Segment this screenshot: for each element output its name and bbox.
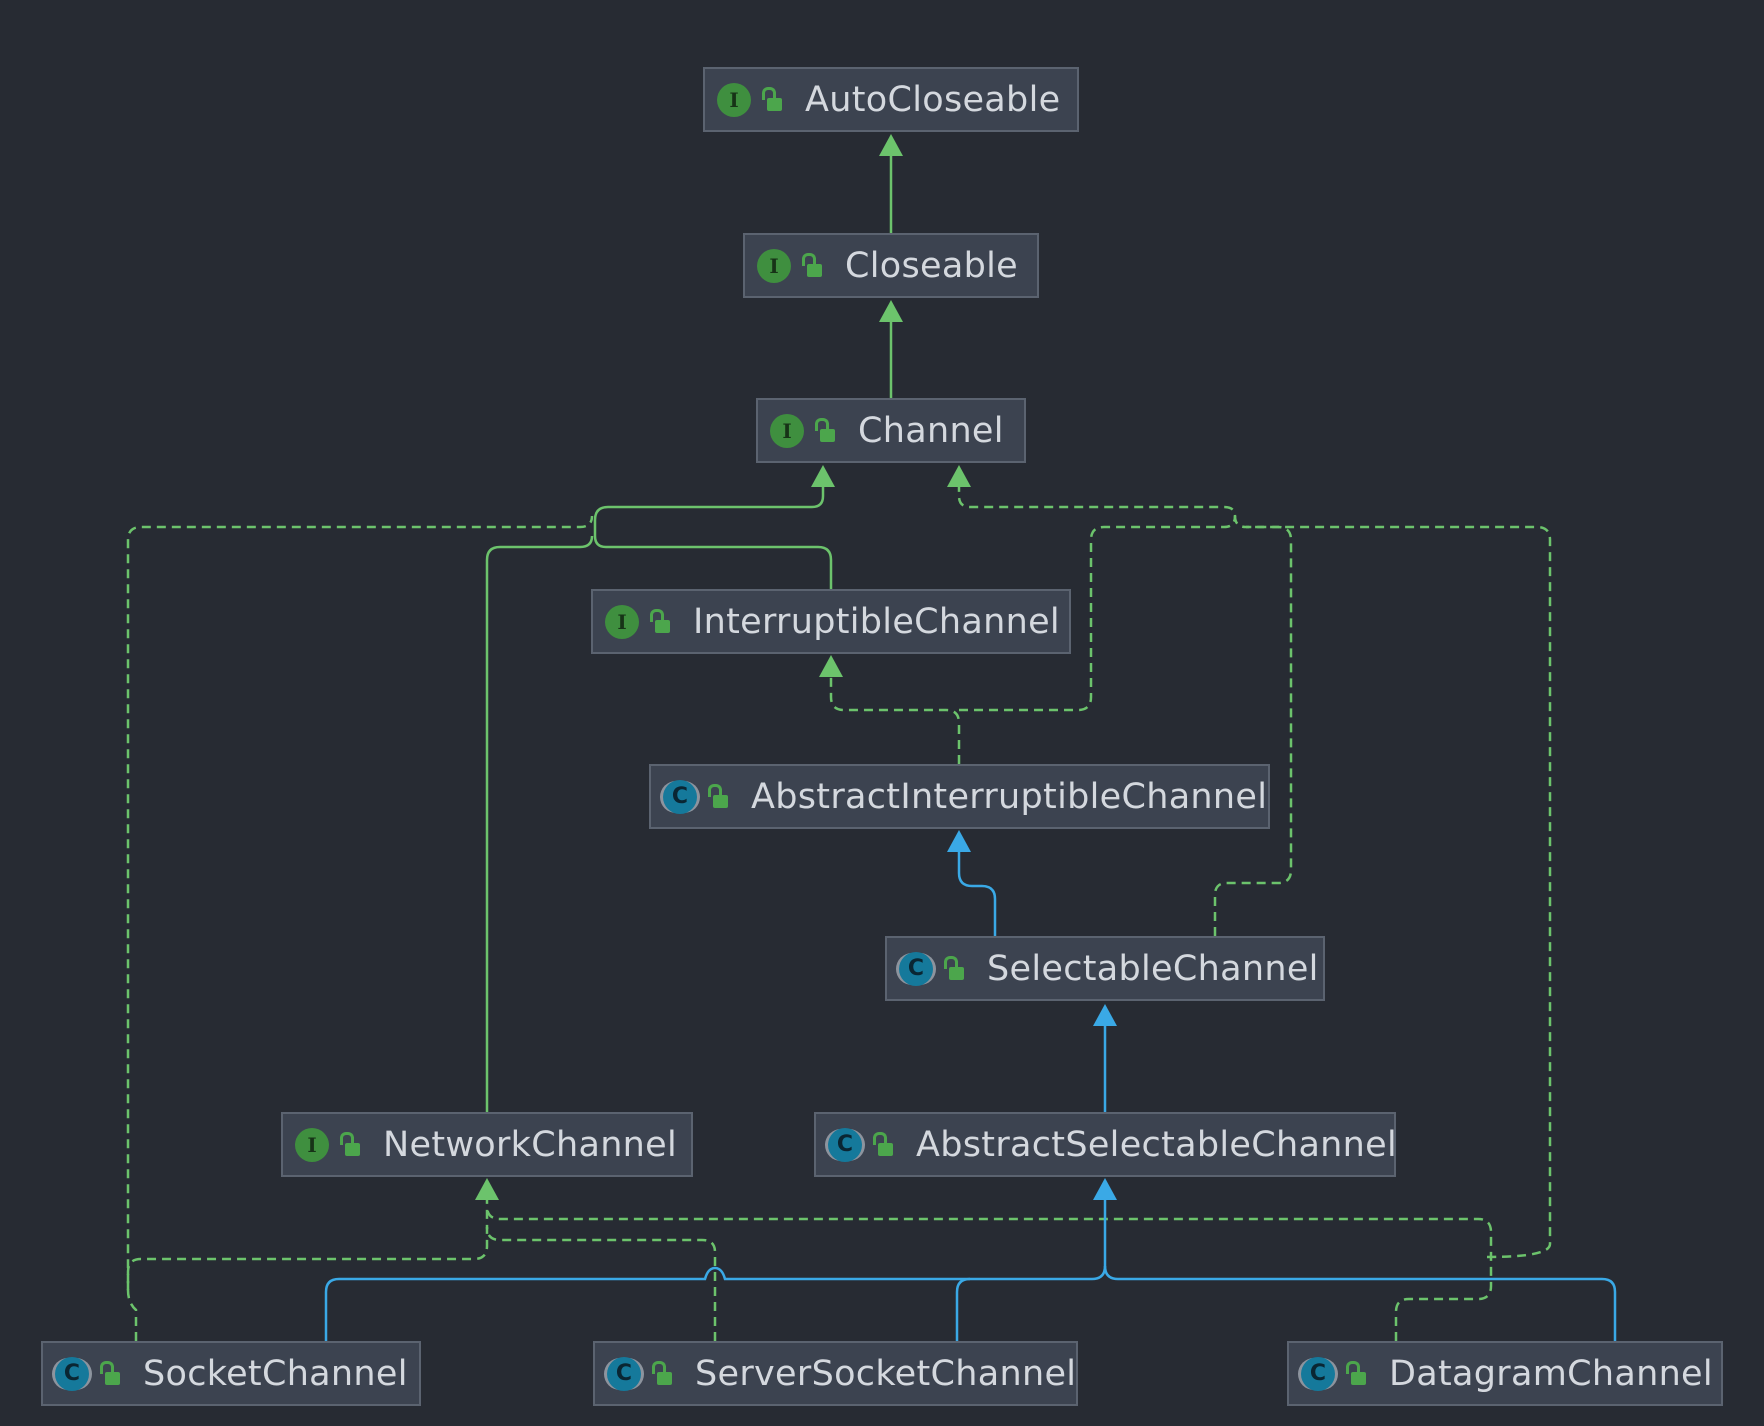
node-selectablechannel[interactable]: C SelectableChannel [885,936,1325,1001]
abstract-class-badge-icon: C [55,1356,89,1391]
edge-networkchannel-extends-channel [485,535,594,1112]
interface-badge-icon: I [717,82,751,117]
node-channel[interactable]: I Channel [756,398,1026,463]
node-datagramchannel[interactable]: C DatagramChannel [1287,1341,1723,1406]
edge-abstractinterruptiblechannel-implements-channel [959,515,1237,712]
arrowhead-abstractselectablechannel [1093,1178,1117,1200]
interface-badge-icon: I [605,604,639,639]
edge-socketchannel-implements-channel [126,515,594,1341]
arrowhead-channel-right [947,465,971,487]
edge-datagramchannel-implements-channel [1246,525,1552,1259]
node-label: AbstractInterruptibleChannel [751,776,1268,817]
node-serversocketchannel[interactable]: C ServerSocketChannel [593,1341,1078,1406]
node-autocloseable[interactable]: I AutoCloseable [703,67,1079,132]
node-label: Channel [858,410,1004,451]
edge-selectablechannel-extends-abstractinterruptiblechannel [957,851,997,936]
public-visibility-icon [943,955,965,982]
node-label: ServerSocketChannel [695,1353,1077,1394]
arrowhead-autocloseable [879,134,903,156]
public-visibility-icon [814,417,836,444]
node-label: SelectableChannel [987,948,1319,989]
abstract-class-badge-icon: C [1301,1356,1335,1391]
edge-abstractinterruptiblechannel-implements-interruptiblechannel [829,675,961,764]
arrowhead-selectablechannel [1093,1004,1117,1026]
node-abstractinterruptiblechannel[interactable]: C AbstractInterruptibleChannel [649,764,1270,829]
public-visibility-icon [651,1360,673,1387]
arrowhead-channel-left [811,465,835,487]
node-label: InterruptibleChannel [693,601,1060,642]
edge-datagramchannel-extends-abstractselectablechannel [1103,1265,1617,1341]
public-visibility-icon [1345,1360,1367,1387]
edge-socketchannel-implements-networkchannel [126,1200,489,1290]
node-label: AutoCloseable [805,79,1061,120]
abstract-class-badge-icon: C [663,779,697,814]
public-visibility-icon [649,608,671,635]
edge-serversocketchannel-extends-abstractselectablechannel [955,1277,971,1341]
arrowhead-interruptiblechannel [819,655,843,677]
abstract-class-badge-icon: C [607,1356,641,1391]
public-visibility-icon [761,86,783,113]
node-interruptiblechannel[interactable]: I InterruptibleChannel [591,589,1071,654]
public-visibility-icon [872,1131,894,1158]
public-visibility-icon [99,1360,121,1387]
arrowhead-closeable [879,300,903,322]
node-closeable[interactable]: I Closeable [743,233,1039,298]
node-socketchannel[interactable]: C SocketChannel [41,1341,421,1406]
arrowhead-abstractinterruptiblechannel [947,830,971,852]
edge-interruptiblechannel-extends-channel [593,487,833,589]
interface-badge-icon: I [770,413,804,448]
node-networkchannel[interactable]: I NetworkChannel [281,1112,693,1177]
public-visibility-icon [707,783,729,810]
interface-badge-icon: I [757,248,791,283]
edge-socketchannel-extends-abstractselectablechannel [324,1200,1107,1341]
arrowhead-networkchannel [475,1178,499,1200]
node-label: AbstractSelectableChannel [916,1124,1398,1165]
node-label: Closeable [845,245,1018,286]
abstract-class-badge-icon: C [899,951,933,986]
abstract-class-badge-icon: C [828,1127,862,1162]
node-label: DatagramChannel [1389,1353,1713,1394]
node-label: SocketChannel [143,1353,408,1394]
interface-badge-icon: I [295,1127,329,1162]
public-visibility-icon [339,1131,361,1158]
edge-serversocketchannel-implements-networkchannel [485,1226,717,1341]
node-abstractselectablechannel[interactable]: C AbstractSelectableChannel [814,1112,1398,1177]
node-label: NetworkChannel [383,1124,678,1165]
edge-selectablechannel-implements-channel [957,487,1293,936]
edge-datagramchannel-implements-networkchannel [485,1205,1493,1341]
public-visibility-icon [801,252,823,279]
